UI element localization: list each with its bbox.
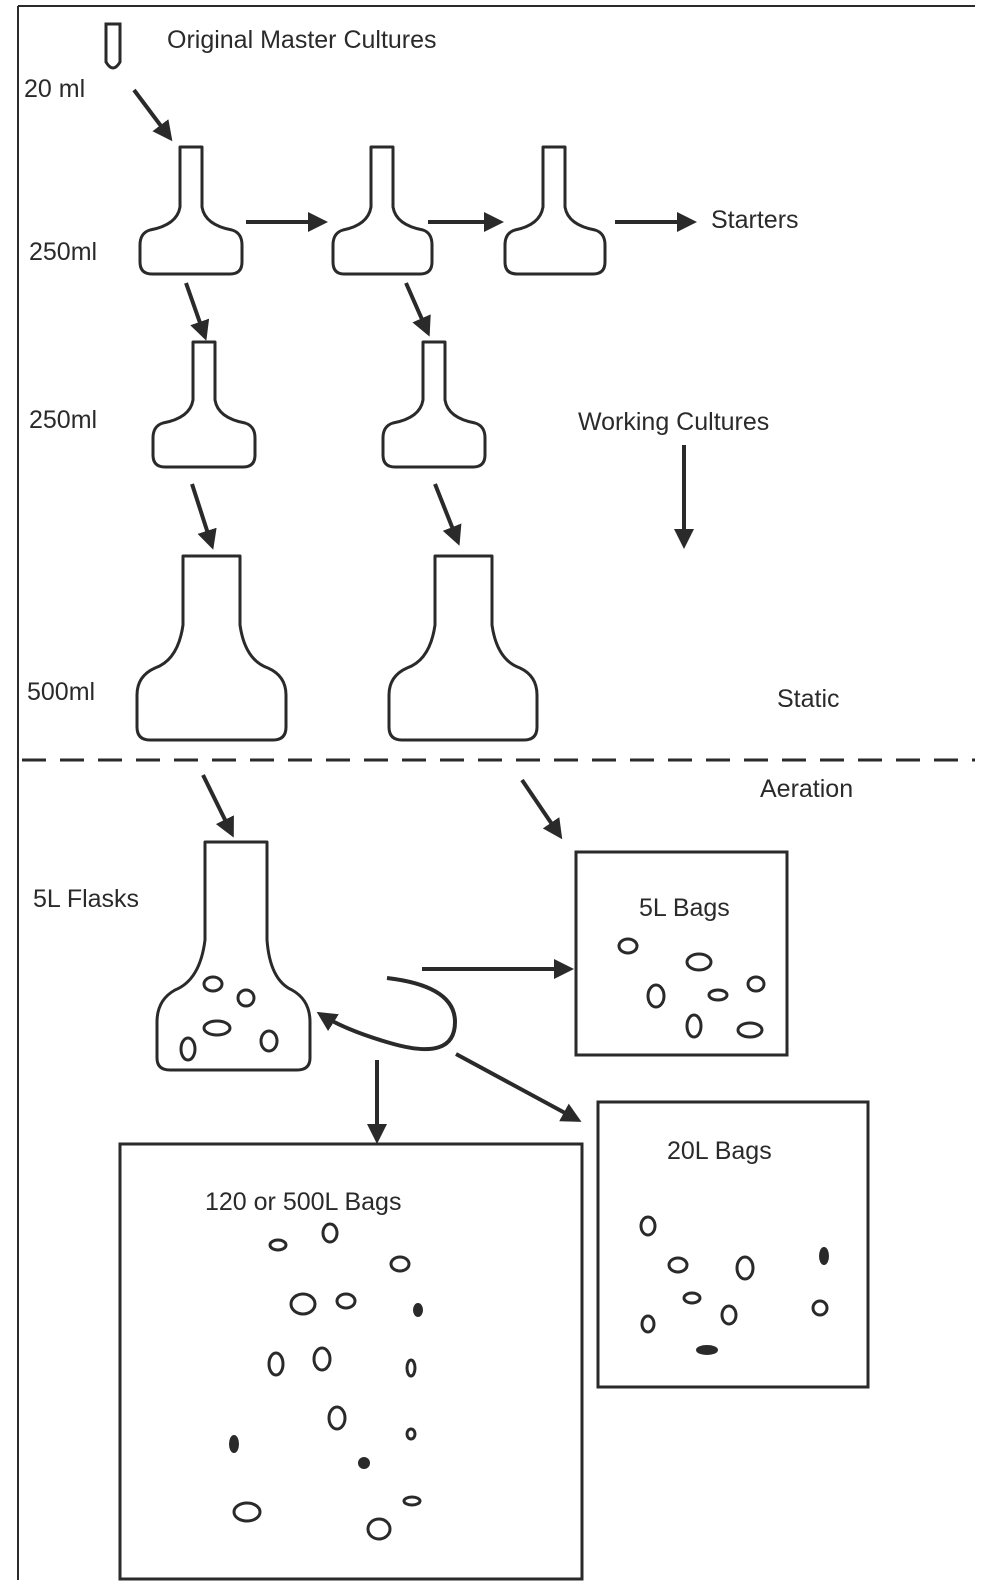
- arrow-to-5l-bags: [522, 780, 560, 836]
- arrow-flask5-down: [435, 484, 458, 542]
- flask-250ml-2: [333, 147, 432, 274]
- arrow-flask2-down: [406, 283, 428, 333]
- bags-5l-cells: [619, 939, 764, 1037]
- label-static: Static: [777, 687, 840, 712]
- label-volume-250ml-row2: 250ml: [29, 408, 97, 433]
- bags-20l-cells-filled: [697, 1248, 828, 1354]
- test-tube-icon: [106, 24, 120, 68]
- label-20l-bags: 20L Bags: [667, 1139, 772, 1164]
- flask-500ml-1: [137, 556, 286, 740]
- label-5l-bags: 5L Bags: [639, 896, 730, 921]
- flask-250ml-4: [153, 342, 255, 467]
- flask-250ml-5: [383, 342, 485, 467]
- flask-250ml-1: [140, 147, 242, 274]
- arrow-to-20l-bags: [456, 1054, 578, 1120]
- flask-5l: [157, 842, 310, 1070]
- arrow-to-5l-flask: [203, 775, 232, 834]
- arrow-flask4-down: [192, 484, 212, 546]
- label-working-cultures: Working Cultures: [578, 410, 769, 435]
- bags-120-500l-cells-filled: [230, 1304, 422, 1468]
- label-volume-500ml: 500ml: [27, 680, 95, 705]
- bags-20l-cells: [641, 1217, 827, 1332]
- label-5l-flasks: 5L Flasks: [33, 887, 139, 912]
- arrow-flask1-down: [186, 283, 205, 337]
- label-volume-250ml-row1: 250ml: [29, 240, 97, 265]
- recycle-loop-arrow: [320, 978, 455, 1049]
- flask-250ml-3: [505, 147, 605, 274]
- label-starters: Starters: [711, 208, 799, 233]
- bags-120-500l-cells: [234, 1224, 420, 1539]
- title-original-master-cultures: Original Master Cultures: [167, 28, 437, 53]
- flask-5l-cells: [181, 977, 277, 1060]
- label-volume-20ml: 20 ml: [24, 77, 85, 102]
- label-aeration: Aeration: [760, 777, 853, 802]
- arrow-tube-to-flask: [134, 90, 170, 138]
- label-120-or-500l-bags: 120 or 500L Bags: [205, 1190, 401, 1215]
- flask-500ml-2: [389, 556, 537, 740]
